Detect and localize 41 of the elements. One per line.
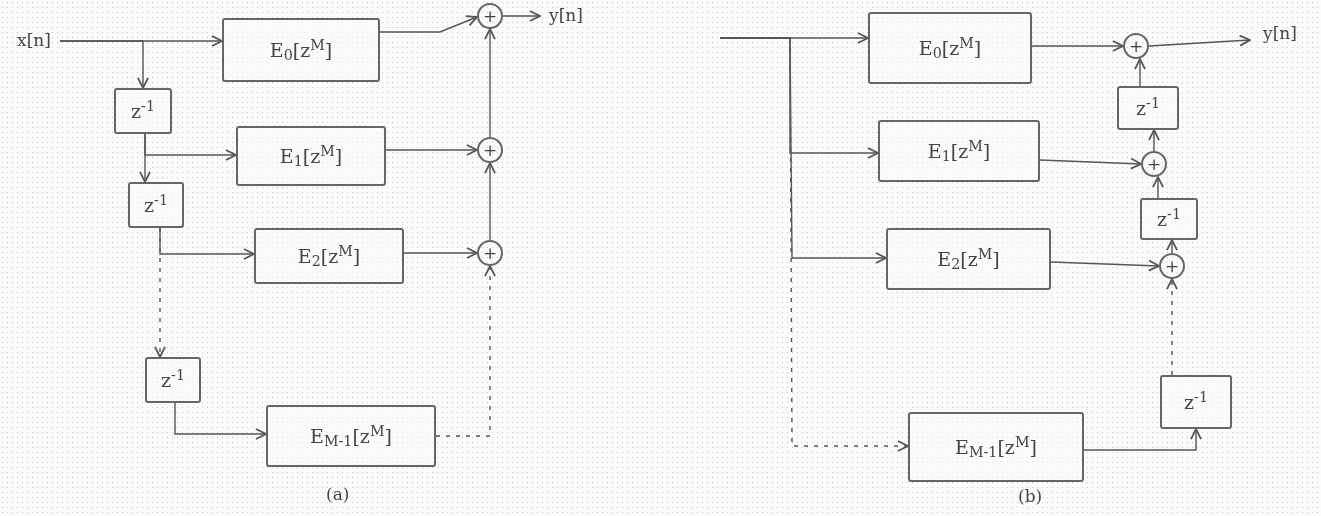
panel-label: (a) <box>326 483 350 506</box>
arrow <box>435 265 496 437</box>
block-box: z$^{-1}$ <box>1140 198 1198 240</box>
block-box: E$_{0}$[z$^{M}$] <box>868 12 1032 84</box>
arrow <box>379 15 478 33</box>
arrow <box>484 28 496 138</box>
block-box: z$^{-1}$ <box>128 182 184 228</box>
arrow <box>403 247 478 259</box>
block-box: z$^{-1}$ <box>1160 375 1232 429</box>
arrow <box>154 227 166 358</box>
arrow <box>1039 157 1142 170</box>
arrow <box>502 10 541 22</box>
arrow <box>1031 40 1124 52</box>
block-box: E$_{0}$[z$^{M}$] <box>222 18 380 82</box>
block-box: z$^{-1}$ <box>145 357 201 403</box>
block-box: E$_{M-1}$[z$^{M}$] <box>908 412 1084 482</box>
arrow <box>1166 278 1178 376</box>
block-box: E$_{M-1}$[z$^{M}$] <box>266 405 436 467</box>
arrow <box>385 144 478 156</box>
block-box: E$_{1}$[z$^{M}$] <box>878 120 1040 182</box>
signal-label: y[n] <box>540 4 592 28</box>
arrow <box>1083 428 1202 451</box>
arrow <box>484 162 496 241</box>
block-box: E$_{1}$[z$^{M}$] <box>236 126 386 186</box>
arrow <box>174 402 267 440</box>
panel-label: (b) <box>1018 485 1043 508</box>
block-box: z$^{-1}$ <box>114 88 172 134</box>
arrow <box>139 133 151 183</box>
block-box: E$_{2}$[z$^{M}$] <box>254 228 404 284</box>
signal-label: x[n] <box>8 30 60 52</box>
arrow <box>719 37 909 452</box>
arrow <box>1148 129 1160 152</box>
arrow <box>59 40 149 89</box>
block-box: z$^{-1}$ <box>1117 86 1179 130</box>
signal-label: y[n] <box>1250 22 1310 46</box>
block-box: E$_{2}$[z$^{M}$] <box>886 228 1051 290</box>
arrow <box>1148 34 1251 47</box>
arrow <box>1166 239 1178 254</box>
arrow <box>1152 176 1164 199</box>
arrow <box>1134 58 1146 87</box>
arrow <box>1050 259 1160 272</box>
